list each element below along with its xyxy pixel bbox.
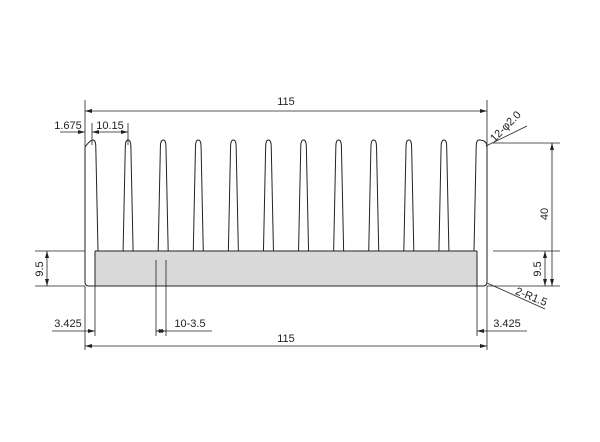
arrow	[159, 329, 166, 333]
arrow	[121, 130, 128, 134]
bottom-width-label: 115	[277, 333, 295, 345]
arrow	[88, 329, 95, 333]
dimension-lines	[35, 100, 560, 350]
arrow	[45, 251, 49, 258]
arrow	[480, 344, 487, 348]
right-offset-label: 3.425	[493, 318, 521, 330]
arrow	[85, 109, 92, 113]
base-height-label-right: 9.5	[532, 261, 544, 276]
arrow	[92, 130, 99, 134]
total-height-label: 40	[539, 208, 551, 220]
radius-note-label: 2-R1.5	[514, 285, 549, 308]
arrow	[543, 279, 547, 286]
edge-offset-label: 1.675	[54, 120, 82, 132]
heatsink-profile	[84, 139, 488, 287]
radius-note-leader	[486, 282, 546, 310]
base-fill	[95, 251, 477, 286]
arrow	[45, 279, 49, 286]
left-offset-label: 3.425	[54, 318, 82, 330]
arrow	[85, 344, 92, 348]
arrow	[543, 251, 547, 258]
arrow	[550, 143, 554, 150]
arrow	[550, 279, 554, 286]
fin-pitch-label: 10.15	[96, 120, 124, 132]
arrow	[477, 329, 484, 333]
hole-note-label: 12-φ2.0	[488, 109, 524, 145]
fin-thickness-label: 10-3.5	[174, 318, 205, 330]
base-height-label-left: 9.5	[34, 261, 46, 276]
arrow	[78, 130, 85, 134]
top-width-label: 115	[277, 96, 295, 108]
arrowheads	[45, 109, 554, 348]
hole-note-leader	[485, 125, 528, 147]
arrow	[480, 109, 487, 113]
